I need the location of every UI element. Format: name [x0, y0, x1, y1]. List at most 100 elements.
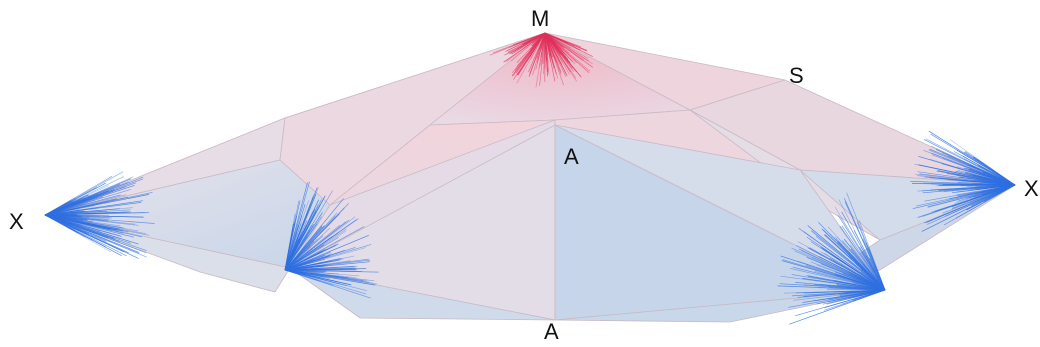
vertex-label-x-left: X	[9, 209, 24, 234]
vertex-label-m: M	[531, 6, 550, 31]
ray-a-right	[783, 289, 886, 294]
ray-a-left	[284, 206, 319, 271]
ray-m	[528, 32, 546, 73]
ray-a-right	[788, 289, 886, 308]
ray-m	[510, 32, 546, 62]
ray-x-left	[44, 214, 101, 232]
ray-a-left	[284, 234, 369, 271]
ray-x-left	[44, 211, 131, 216]
ray-m	[544, 32, 589, 62]
ray-x-right	[966, 184, 1016, 211]
ray-a-left	[284, 225, 325, 271]
ray-x-left	[44, 182, 106, 216]
ray-a-right	[840, 225, 886, 291]
ray-x-left	[44, 214, 127, 257]
ray-a-right	[811, 229, 886, 291]
ray-a-left	[284, 264, 326, 271]
ray-a-left	[284, 236, 333, 271]
ray-a-left	[284, 225, 312, 271]
ray-a-right	[806, 274, 886, 291]
ray-m	[544, 32, 594, 68]
vertex-label-a-lower: A	[544, 319, 559, 344]
ray-x-right	[954, 184, 1016, 204]
ray-x-left	[44, 202, 142, 216]
ray-a-left	[284, 237, 339, 271]
ray-a-right	[844, 200, 886, 291]
ray-a-left	[284, 212, 323, 271]
ray-a-right	[823, 229, 886, 291]
ray-a-left	[284, 250, 310, 271]
ray-a-left	[284, 197, 325, 271]
ray-m	[544, 32, 563, 52]
ray-x-right	[948, 184, 1016, 200]
ray-a-left	[284, 232, 339, 271]
ray-m	[503, 32, 546, 63]
ray-burst-x-left	[44, 171, 155, 259]
vertex-label-s: S	[789, 63, 804, 88]
left-wing	[44, 32, 546, 293]
ray-m	[531, 32, 546, 44]
ray-x-left	[44, 194, 121, 216]
ray-a-right	[794, 289, 886, 317]
ray-a-left	[284, 207, 345, 271]
ray-a-right	[829, 289, 886, 303]
ray-x-right	[942, 152, 1016, 186]
ray-m	[544, 32, 582, 78]
ray-x-right	[943, 184, 1016, 193]
ray-x-left	[44, 214, 121, 227]
ray-a-right	[837, 236, 886, 291]
ray-m	[540, 32, 546, 58]
ray-a-right	[780, 275, 886, 291]
ray-a-right	[833, 260, 886, 291]
ray-x-right	[930, 183, 1016, 186]
ray-burst-x-right	[910, 130, 1016, 232]
ray-a-right	[846, 192, 886, 291]
ray-x-left	[44, 189, 131, 216]
ray-m	[543, 32, 546, 75]
ray-x-right	[918, 155, 1016, 186]
ray-a-left	[284, 200, 300, 271]
ray-a-right	[801, 250, 886, 291]
ray-x-right	[946, 179, 1016, 186]
ray-m	[544, 32, 571, 49]
ray-a-left	[284, 235, 324, 271]
ray-a-left	[284, 203, 306, 271]
ray-m	[539, 32, 546, 86]
ray-a-right	[807, 247, 886, 291]
ray-m	[516, 32, 546, 84]
ray-a-left	[284, 187, 318, 271]
ray-m	[536, 32, 546, 60]
ray-x-right	[931, 152, 1016, 186]
ray-m	[529, 32, 546, 74]
ray-x-left	[44, 214, 155, 224]
ray-a-left	[284, 269, 375, 282]
ray-x-left	[44, 214, 93, 241]
ray-x-right	[918, 164, 1016, 186]
vertex-label-a-upper: A	[564, 144, 579, 169]
ray-m	[530, 32, 546, 60]
ray-a-right	[841, 211, 886, 291]
ray-x-left	[44, 214, 123, 238]
ray-m	[544, 32, 582, 48]
ray-a-right	[803, 231, 886, 291]
ray-a-right	[814, 270, 886, 291]
ray-x-right	[962, 155, 1016, 186]
ray-a-right	[791, 289, 886, 297]
ray-m	[504, 32, 546, 53]
ray-a-right	[827, 226, 886, 291]
ray-a-right	[779, 283, 886, 291]
ray-a-right	[838, 273, 886, 291]
ray-m	[544, 32, 552, 54]
ray-a-right	[839, 226, 886, 291]
ray-x-left	[44, 207, 133, 216]
ray-x-left	[44, 178, 144, 216]
ray-x-right	[926, 184, 1016, 223]
ray-a-left	[284, 257, 342, 271]
ray-m	[544, 32, 590, 73]
ray-x-right	[967, 173, 1016, 186]
ray-a-right	[838, 199, 886, 291]
ray-x-right	[926, 184, 1016, 225]
ray-a-left	[284, 228, 347, 271]
ray-m	[544, 32, 568, 77]
